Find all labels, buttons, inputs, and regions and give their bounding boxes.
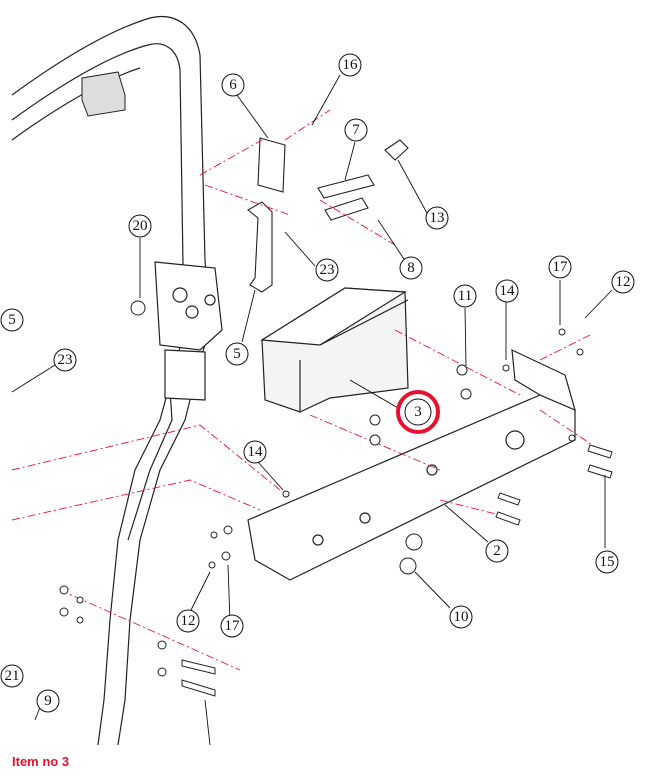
callout-labels: 16 6 7 13 20 23 8 17 12 11 14 5 5 23 3 1… — [5, 57, 631, 709]
plate-part — [257, 137, 286, 193]
callout-label: 15 — [600, 554, 615, 570]
callout-label: 14 — [248, 444, 264, 460]
callout-label: 17 — [553, 259, 569, 275]
callout-label: 16 — [343, 57, 359, 73]
callout-label: 14 — [500, 283, 516, 299]
hinge-bracket — [154, 261, 223, 401]
callout-label-highlighted: 3 — [414, 404, 422, 420]
callout-label: 10 — [454, 609, 469, 625]
callout-label: 8 — [407, 260, 415, 276]
callout-label: 2 — [493, 543, 501, 559]
callout-label: 13 — [430, 210, 445, 226]
highlight-ring — [396, 390, 440, 434]
callout-label: 7 — [352, 122, 360, 138]
tool-box — [260, 287, 409, 413]
callout-label: 5 — [8, 312, 16, 328]
hardware-parts — [59, 300, 613, 697]
top-mount-block — [81, 71, 126, 117]
handle-part — [247, 201, 273, 293]
callout-label: 20 — [133, 218, 148, 234]
callout-label: 12 — [181, 613, 196, 629]
pin-parts — [317, 139, 409, 221]
callout-label: 11 — [458, 288, 472, 304]
callout-label: 17 — [225, 618, 241, 634]
callout-label: 6 — [229, 77, 237, 93]
callout-circles — [0, 53, 635, 713]
parts-diagram: 16 6 7 13 20 23 8 17 12 11 14 5 5 23 3 1… — [0, 16, 635, 745]
callout-label: 23 — [320, 262, 335, 278]
callout-label: 5 — [233, 346, 241, 362]
callout-label: 21 — [5, 668, 20, 684]
item-caption: Item no 3 — [12, 754, 70, 769]
callout-label: 23 — [58, 352, 73, 368]
callout-label: 12 — [616, 274, 631, 290]
leader-lines — [11, 74, 613, 745]
callout-label: 9 — [44, 693, 52, 709]
